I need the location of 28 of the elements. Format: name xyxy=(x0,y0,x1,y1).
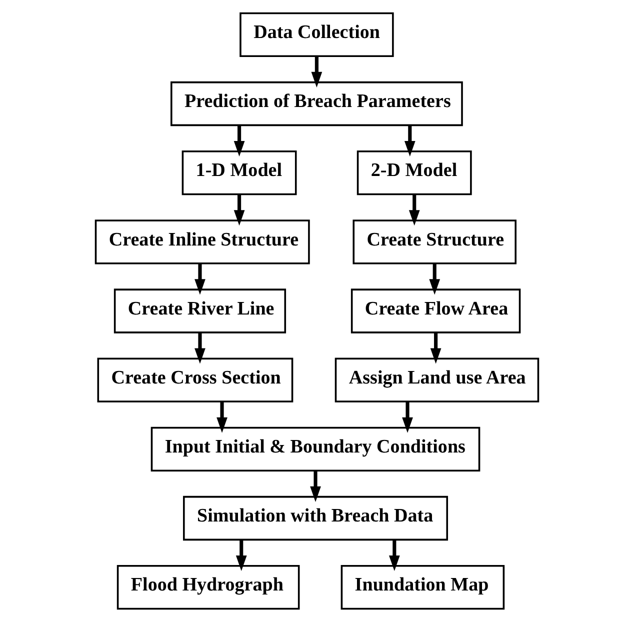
arrow xyxy=(310,470,321,502)
node-box: Create Flow Area xyxy=(350,288,521,334)
arrow xyxy=(408,194,420,226)
node-box: Flood Hydrograph xyxy=(116,565,300,610)
arrow xyxy=(216,402,228,433)
arrow xyxy=(194,263,206,295)
node-box: Assign Land use Area xyxy=(334,358,540,402)
node-box: Simulation with Breach Data xyxy=(183,496,448,541)
arrow xyxy=(234,194,245,226)
node-box: Input Initial & Boundary Conditions xyxy=(150,426,480,472)
node-box: Create Inline Structure xyxy=(94,220,310,264)
arrow xyxy=(429,263,440,295)
arrow xyxy=(234,125,245,157)
node-box: Create Structure xyxy=(352,220,516,264)
arrow xyxy=(194,332,206,364)
node-box: Inundation Map xyxy=(340,565,505,610)
arrow xyxy=(402,402,413,433)
node-box: 1-D Model xyxy=(182,150,297,196)
arrow xyxy=(404,125,416,157)
arrow xyxy=(236,540,247,572)
node-box: Create Cross Section xyxy=(97,358,294,402)
node-box: Prediction of Breach Parameters xyxy=(170,81,463,126)
node-box: Create River Line xyxy=(114,288,286,334)
node-box: Data Collection xyxy=(240,12,394,57)
arrow xyxy=(430,332,442,364)
arrow xyxy=(311,56,322,88)
arrow xyxy=(388,540,400,572)
node-box: 2-D Model xyxy=(356,150,472,196)
